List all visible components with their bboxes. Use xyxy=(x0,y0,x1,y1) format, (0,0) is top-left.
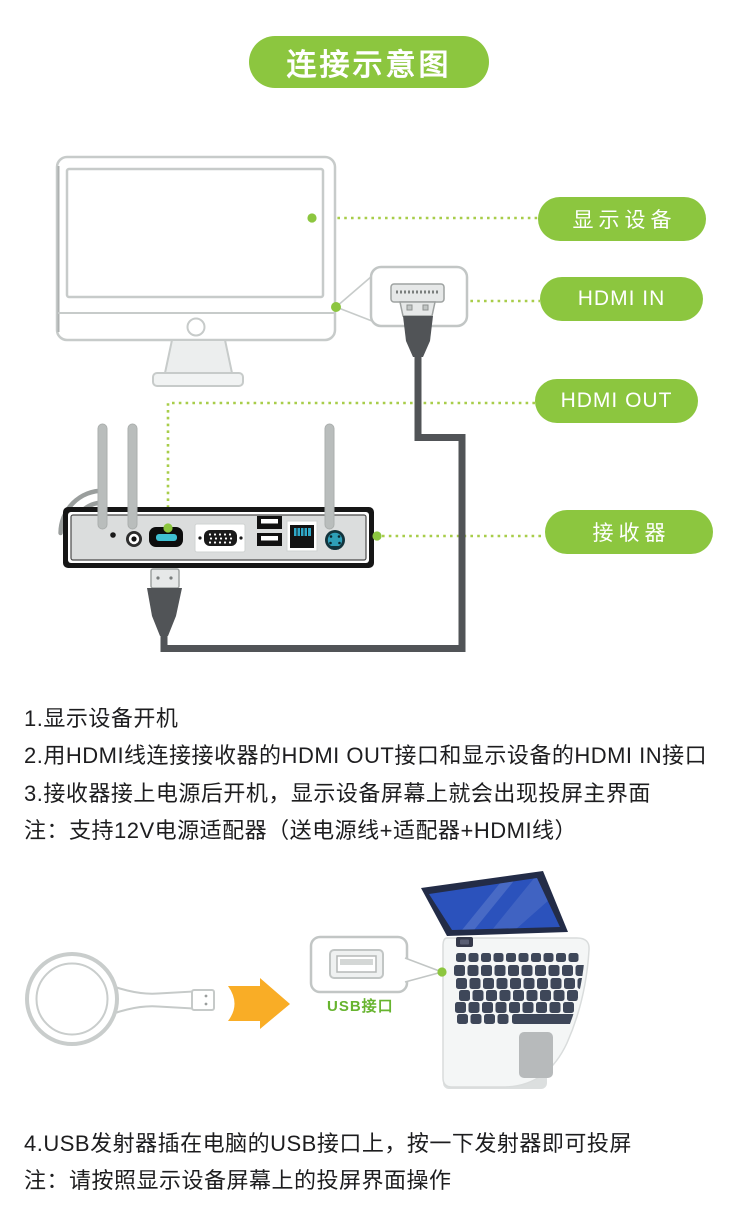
laptop-trackpad xyxy=(519,1032,553,1078)
usb-plug-icon xyxy=(191,989,215,1011)
instruction-line-3: 3.接收器接上电源后开机，显示设备屏幕上就会出现投屏主界面 xyxy=(24,781,651,806)
dot-hdmi-out xyxy=(163,523,173,533)
instruction-line-2: 2.用HDMI线连接接收器的HDMI OUT接口和显示设备的HDMI IN接口 xyxy=(24,743,708,768)
dot-display xyxy=(307,213,317,223)
usb-port-callout xyxy=(309,935,443,994)
callout-label-hdmi-in: HDMI IN xyxy=(540,277,703,321)
usb-ports xyxy=(257,516,282,546)
laptop-screen xyxy=(429,878,560,930)
audio-jack xyxy=(126,531,142,547)
usb-socket-icon xyxy=(329,949,384,979)
dongle-ring-inner xyxy=(35,962,109,1036)
monitor-callout-pointer xyxy=(335,275,373,322)
receiver-illustration xyxy=(63,423,374,568)
hdmi-cable xyxy=(160,352,466,652)
antenna-right xyxy=(324,423,335,530)
arrow-right-icon xyxy=(228,978,290,1029)
callout-dots xyxy=(163,213,382,541)
instruction-line-1: 1.显示设备开机 xyxy=(24,706,179,731)
instruction-line-5: 4.USB发射器插在电脑的USB接口上，按一下发射器即可投屏 xyxy=(24,1131,632,1156)
dongle-neck xyxy=(111,984,194,1016)
callout-label-receiver: 接收器 xyxy=(545,510,713,554)
hdmi-plug-to-receiver xyxy=(147,568,182,636)
hdmi-connector-callout xyxy=(369,265,469,357)
antenna-left-2 xyxy=(127,423,138,530)
leader-line-hdmi-out xyxy=(166,401,535,524)
usb-transmitter-illustration xyxy=(25,952,215,1046)
monitor-base xyxy=(152,372,244,387)
monitor-stand xyxy=(163,339,234,374)
usb-callout-pointer xyxy=(404,957,442,983)
monitor-screen xyxy=(65,167,325,299)
hdmi-port xyxy=(149,527,183,547)
reset-pinhole xyxy=(110,532,116,538)
dot-usb-port xyxy=(437,967,447,977)
laptop-keyboard xyxy=(454,953,586,1024)
dot-hdmi-in xyxy=(331,302,341,312)
antenna-left-1 xyxy=(97,423,108,530)
monitor-button xyxy=(186,317,206,337)
laptop-screen-glare xyxy=(462,878,558,930)
hdmi-plug-body xyxy=(403,316,433,357)
instruction-line-6: 注：请按照显示设备屏幕上的投屏界面操作 xyxy=(24,1168,452,1193)
hdmi-plug-icon xyxy=(390,283,445,317)
av-port xyxy=(325,530,345,550)
laptop-illustration xyxy=(421,871,590,1089)
ethernet-port xyxy=(286,520,318,552)
callout-label-display-device: 显示设备 xyxy=(538,197,706,241)
usb-port-label: USB接口 xyxy=(327,998,394,1015)
callout-label-hdmi-out: HDMI OUT xyxy=(535,379,698,423)
vga-port xyxy=(194,523,246,553)
page-title: 连接示意图 xyxy=(249,36,489,88)
monitor-illustration xyxy=(55,155,337,387)
dot-receiver xyxy=(372,531,382,541)
instruction-line-4: 注：支持12V电源适配器（送电源线+适配器+HDMI线） xyxy=(24,818,578,843)
